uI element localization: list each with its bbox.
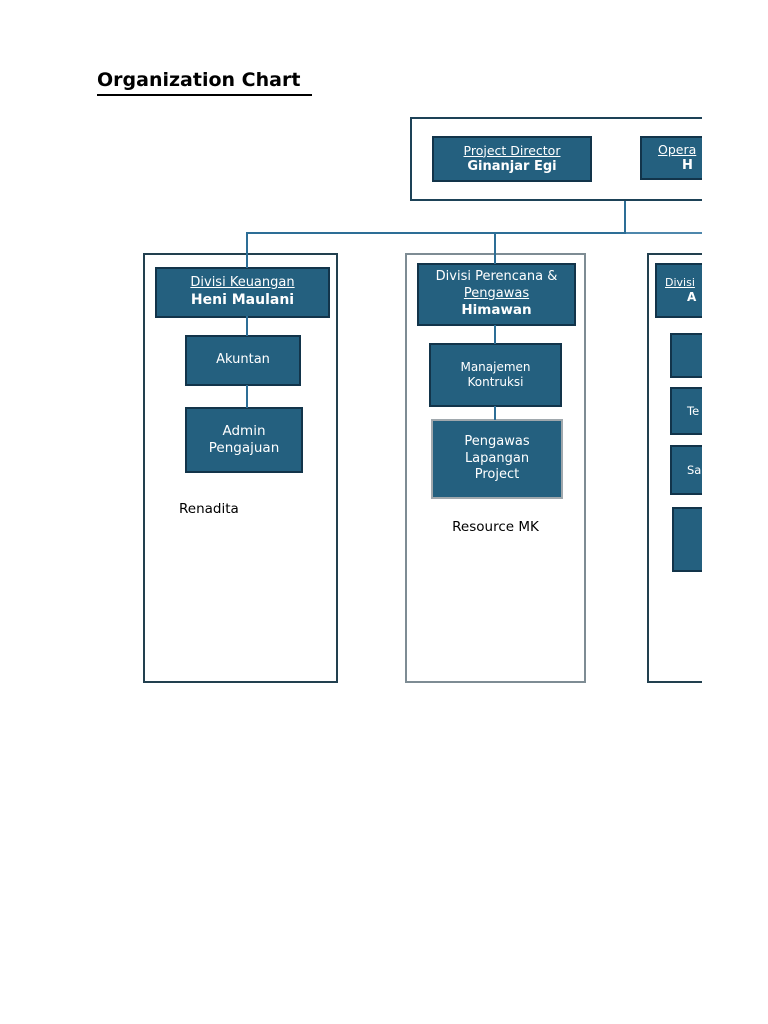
- node-divisi-perencana: Divisi Perencana & Pengawas Himawan: [417, 263, 576, 326]
- node-divisi-clipped: Divisi A: [655, 263, 702, 318]
- node-person: H: [682, 157, 693, 173]
- connector-drop-mid-column: [494, 232, 496, 264]
- org-chart: Project Director Ginanjar Egi Opera H Di…: [143, 117, 702, 683]
- page-title: Organization Chart: [97, 69, 313, 96]
- node-clipped-2: Te: [670, 387, 702, 435]
- node-division-line2: Pengawas: [463, 285, 530, 301]
- node-label: Te: [687, 403, 700, 418]
- node-divisi-keuangan: Divisi Keuangan Heni Maulani: [155, 267, 330, 318]
- node-operational-clipped: Opera H: [640, 136, 702, 180]
- node-manajemen-kontruksi: Manajemen Kontruksi: [429, 343, 562, 407]
- node-admin-pengajuan: Admin Pengajuan: [185, 407, 303, 473]
- connector-horizontal: [247, 232, 626, 234]
- node-person: Ginanjar Egi: [467, 158, 557, 174]
- connector-perencana-manajemen: [494, 325, 496, 344]
- node-person: Himawan: [461, 302, 532, 319]
- connector-akuntan-admin: [246, 385, 248, 408]
- node-pengawas-lapangan: Pengawas Lapangan Project: [431, 419, 563, 499]
- node-label: Akuntan: [216, 352, 270, 368]
- connector-manajemen-pengawas: [494, 406, 496, 420]
- node-division-line1: Divisi Perencana &: [435, 269, 558, 285]
- node-person: A: [687, 289, 697, 304]
- connector-drop-left-column: [246, 232, 248, 268]
- node-akuntan: Akuntan: [185, 335, 301, 386]
- note-resource-mk: Resource MK: [452, 519, 539, 535]
- node-role: Opera: [658, 141, 697, 157]
- connector-top-vertical: [624, 201, 626, 233]
- node-clipped-4: [672, 507, 702, 572]
- node-division: Divisi: [665, 275, 695, 289]
- node-label: Admin Pengajuan: [208, 422, 280, 456]
- note-renadita: Renadita: [179, 501, 239, 517]
- node-project-director: Project Director Ginanjar Egi: [432, 136, 592, 182]
- node-label: Sa: [687, 462, 702, 477]
- node-role: Project Director: [463, 142, 561, 158]
- connector-horizontal-right: [626, 232, 702, 234]
- node-clipped-1: [670, 333, 702, 378]
- node-person: Heni Maulani: [190, 291, 295, 308]
- node-clipped-3: Sa: [670, 445, 702, 495]
- column-keuangan: [143, 253, 338, 683]
- connector-keuangan-akuntan: [246, 316, 248, 336]
- node-division: Divisi Keuangan: [190, 275, 295, 291]
- node-label: Manajemen Kontruksi: [460, 359, 531, 389]
- node-label: Pengawas Lapangan Project: [464, 434, 530, 483]
